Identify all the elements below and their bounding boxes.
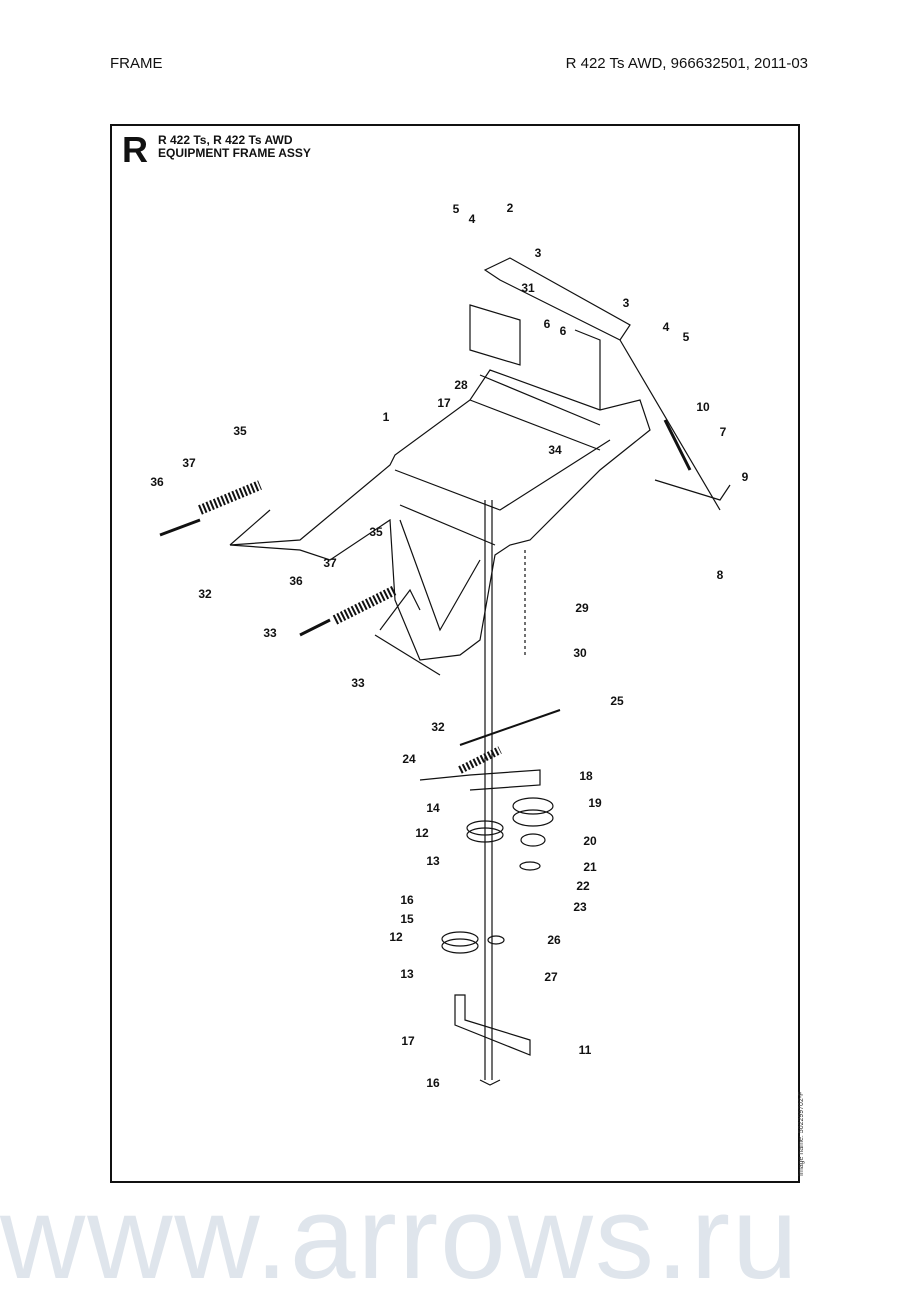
arm-11 (454, 994, 531, 1056)
callout: 21 (583, 860, 597, 874)
callout: 13 (426, 854, 440, 868)
callout: 16 (426, 1076, 440, 1090)
section-title: FRAME (110, 55, 163, 72)
callout: 9 (741, 470, 749, 484)
callout: 34 (548, 443, 562, 457)
callout: 37 (323, 556, 337, 570)
callout: 30 (573, 646, 587, 660)
callout: 17 (401, 1034, 415, 1048)
callout: 12 (415, 826, 429, 840)
title-line-2: EQUIPMENT FRAME ASSY (158, 146, 311, 160)
callout: 28 (454, 378, 468, 392)
diagram-frame (110, 124, 800, 1183)
callout: 23 (573, 900, 587, 914)
callout: 33 (351, 676, 365, 690)
callout: 36 (289, 574, 303, 588)
watermark: www.arrows.ru (0, 1172, 800, 1304)
spring-35b (332, 585, 398, 625)
callout: 8 (716, 568, 724, 582)
bracket-2 (483, 257, 631, 341)
diagram-title: R 422 Ts, R 422 Ts AWD EQUIPMENT FRAME A… (158, 134, 311, 160)
callout: 32 (431, 720, 445, 734)
spring-10 (663, 419, 692, 471)
callout: 3 (534, 246, 542, 260)
callout: 35 (369, 525, 383, 539)
model-info: R 422 Ts AWD, 966632501, 2011-03 (565, 55, 808, 72)
callout: 18 (579, 769, 593, 783)
callout: 29 (575, 601, 589, 615)
callout: 17 (437, 396, 451, 410)
callout: 4 (662, 320, 670, 334)
callout: 36 (150, 475, 164, 489)
callout: 3 (622, 296, 630, 310)
callout: 16 (400, 893, 414, 907)
callout: 37 (182, 456, 196, 470)
callout: 2 (506, 201, 514, 215)
callout: 5 (682, 330, 690, 344)
callout: 12 (389, 930, 403, 944)
callout: 33 (263, 626, 277, 640)
callout: 10 (696, 400, 710, 414)
callout: 7 (719, 425, 727, 439)
callout: 26 (547, 933, 561, 947)
callout: 35 (233, 424, 247, 438)
spring-35 (198, 480, 262, 515)
callout: 32 (198, 587, 212, 601)
callout: 22 (576, 879, 590, 893)
callout: 20 (583, 834, 597, 848)
callout: 14 (426, 801, 440, 815)
callout: 13 (400, 967, 414, 981)
callout: 6 (543, 317, 551, 331)
callout: 19 (588, 796, 602, 810)
callout: 24 (402, 752, 416, 766)
equipment-frame (229, 369, 651, 661)
callout: 11 (578, 1043, 592, 1057)
callout: 5 (452, 202, 460, 216)
callout: 31 (521, 281, 535, 295)
callout: 27 (544, 970, 558, 984)
title-line-1: R 422 Ts, R 422 Ts AWD (158, 133, 293, 147)
diagram-letter: R (122, 129, 148, 170)
callout: 1 (382, 410, 390, 424)
callout: 15 (400, 912, 414, 926)
callout: 6 (559, 324, 567, 338)
callout: 4 (468, 212, 476, 226)
callout: 25 (610, 694, 624, 708)
